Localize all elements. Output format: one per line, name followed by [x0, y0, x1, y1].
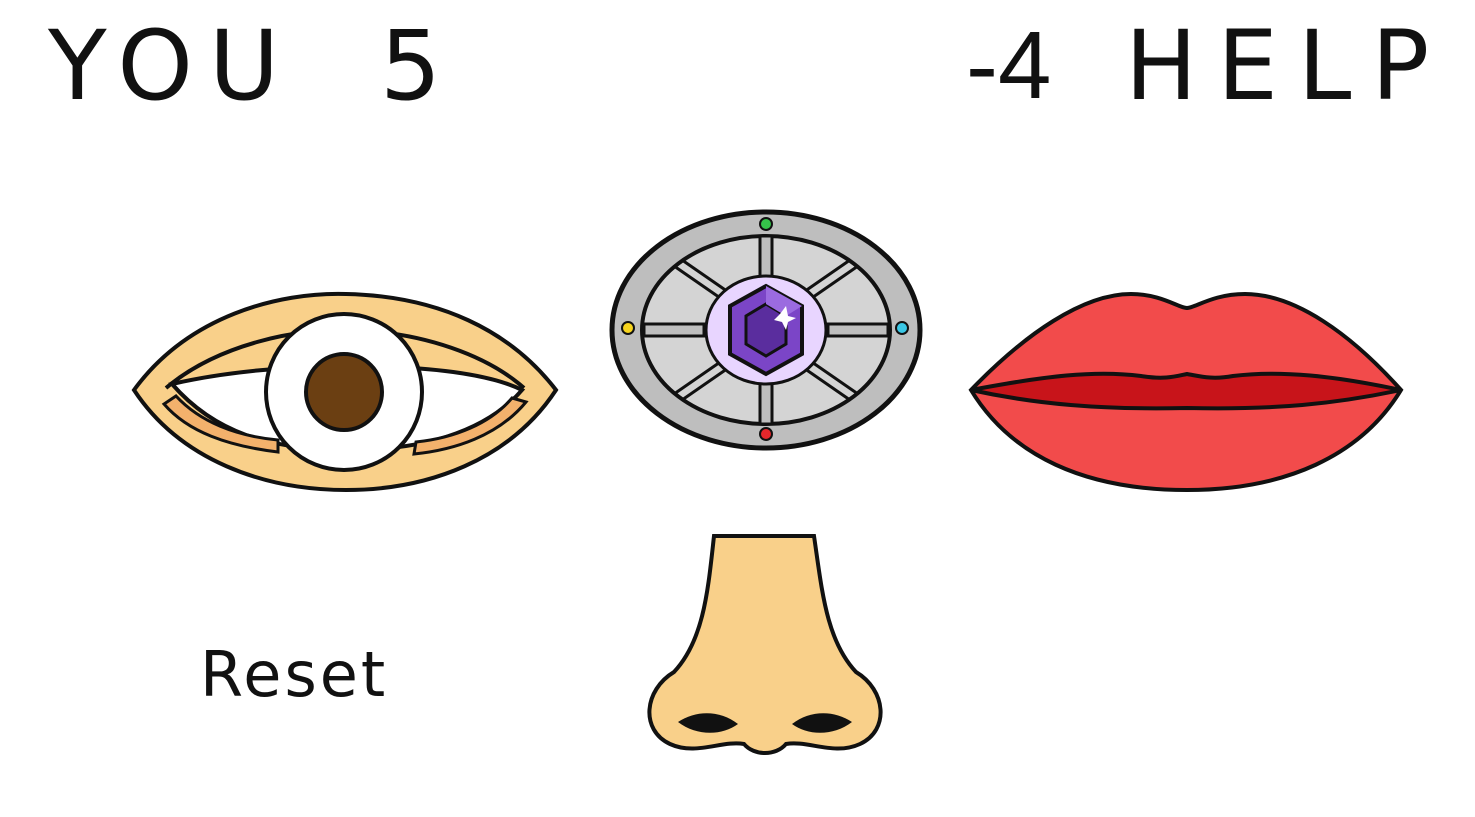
gem-wheel-icon[interactable] [604, 206, 928, 454]
eye-icon[interactable] [128, 286, 564, 500]
nose-icon-graphic [647, 534, 883, 755]
help-button[interactable]: HELP [1125, 10, 1450, 122]
eye-icon-graphic [131, 291, 559, 493]
player-label: YOU [48, 10, 296, 122]
nose-icon[interactable] [636, 530, 894, 762]
gem-wheel-graphic [609, 209, 923, 451]
lips-icon-graphic [968, 291, 1404, 493]
player-score: 5 [380, 10, 442, 122]
lips-icon[interactable] [965, 286, 1407, 498]
opponent-score: -4 [966, 12, 1052, 119]
reset-button[interactable]: Reset [200, 638, 389, 711]
